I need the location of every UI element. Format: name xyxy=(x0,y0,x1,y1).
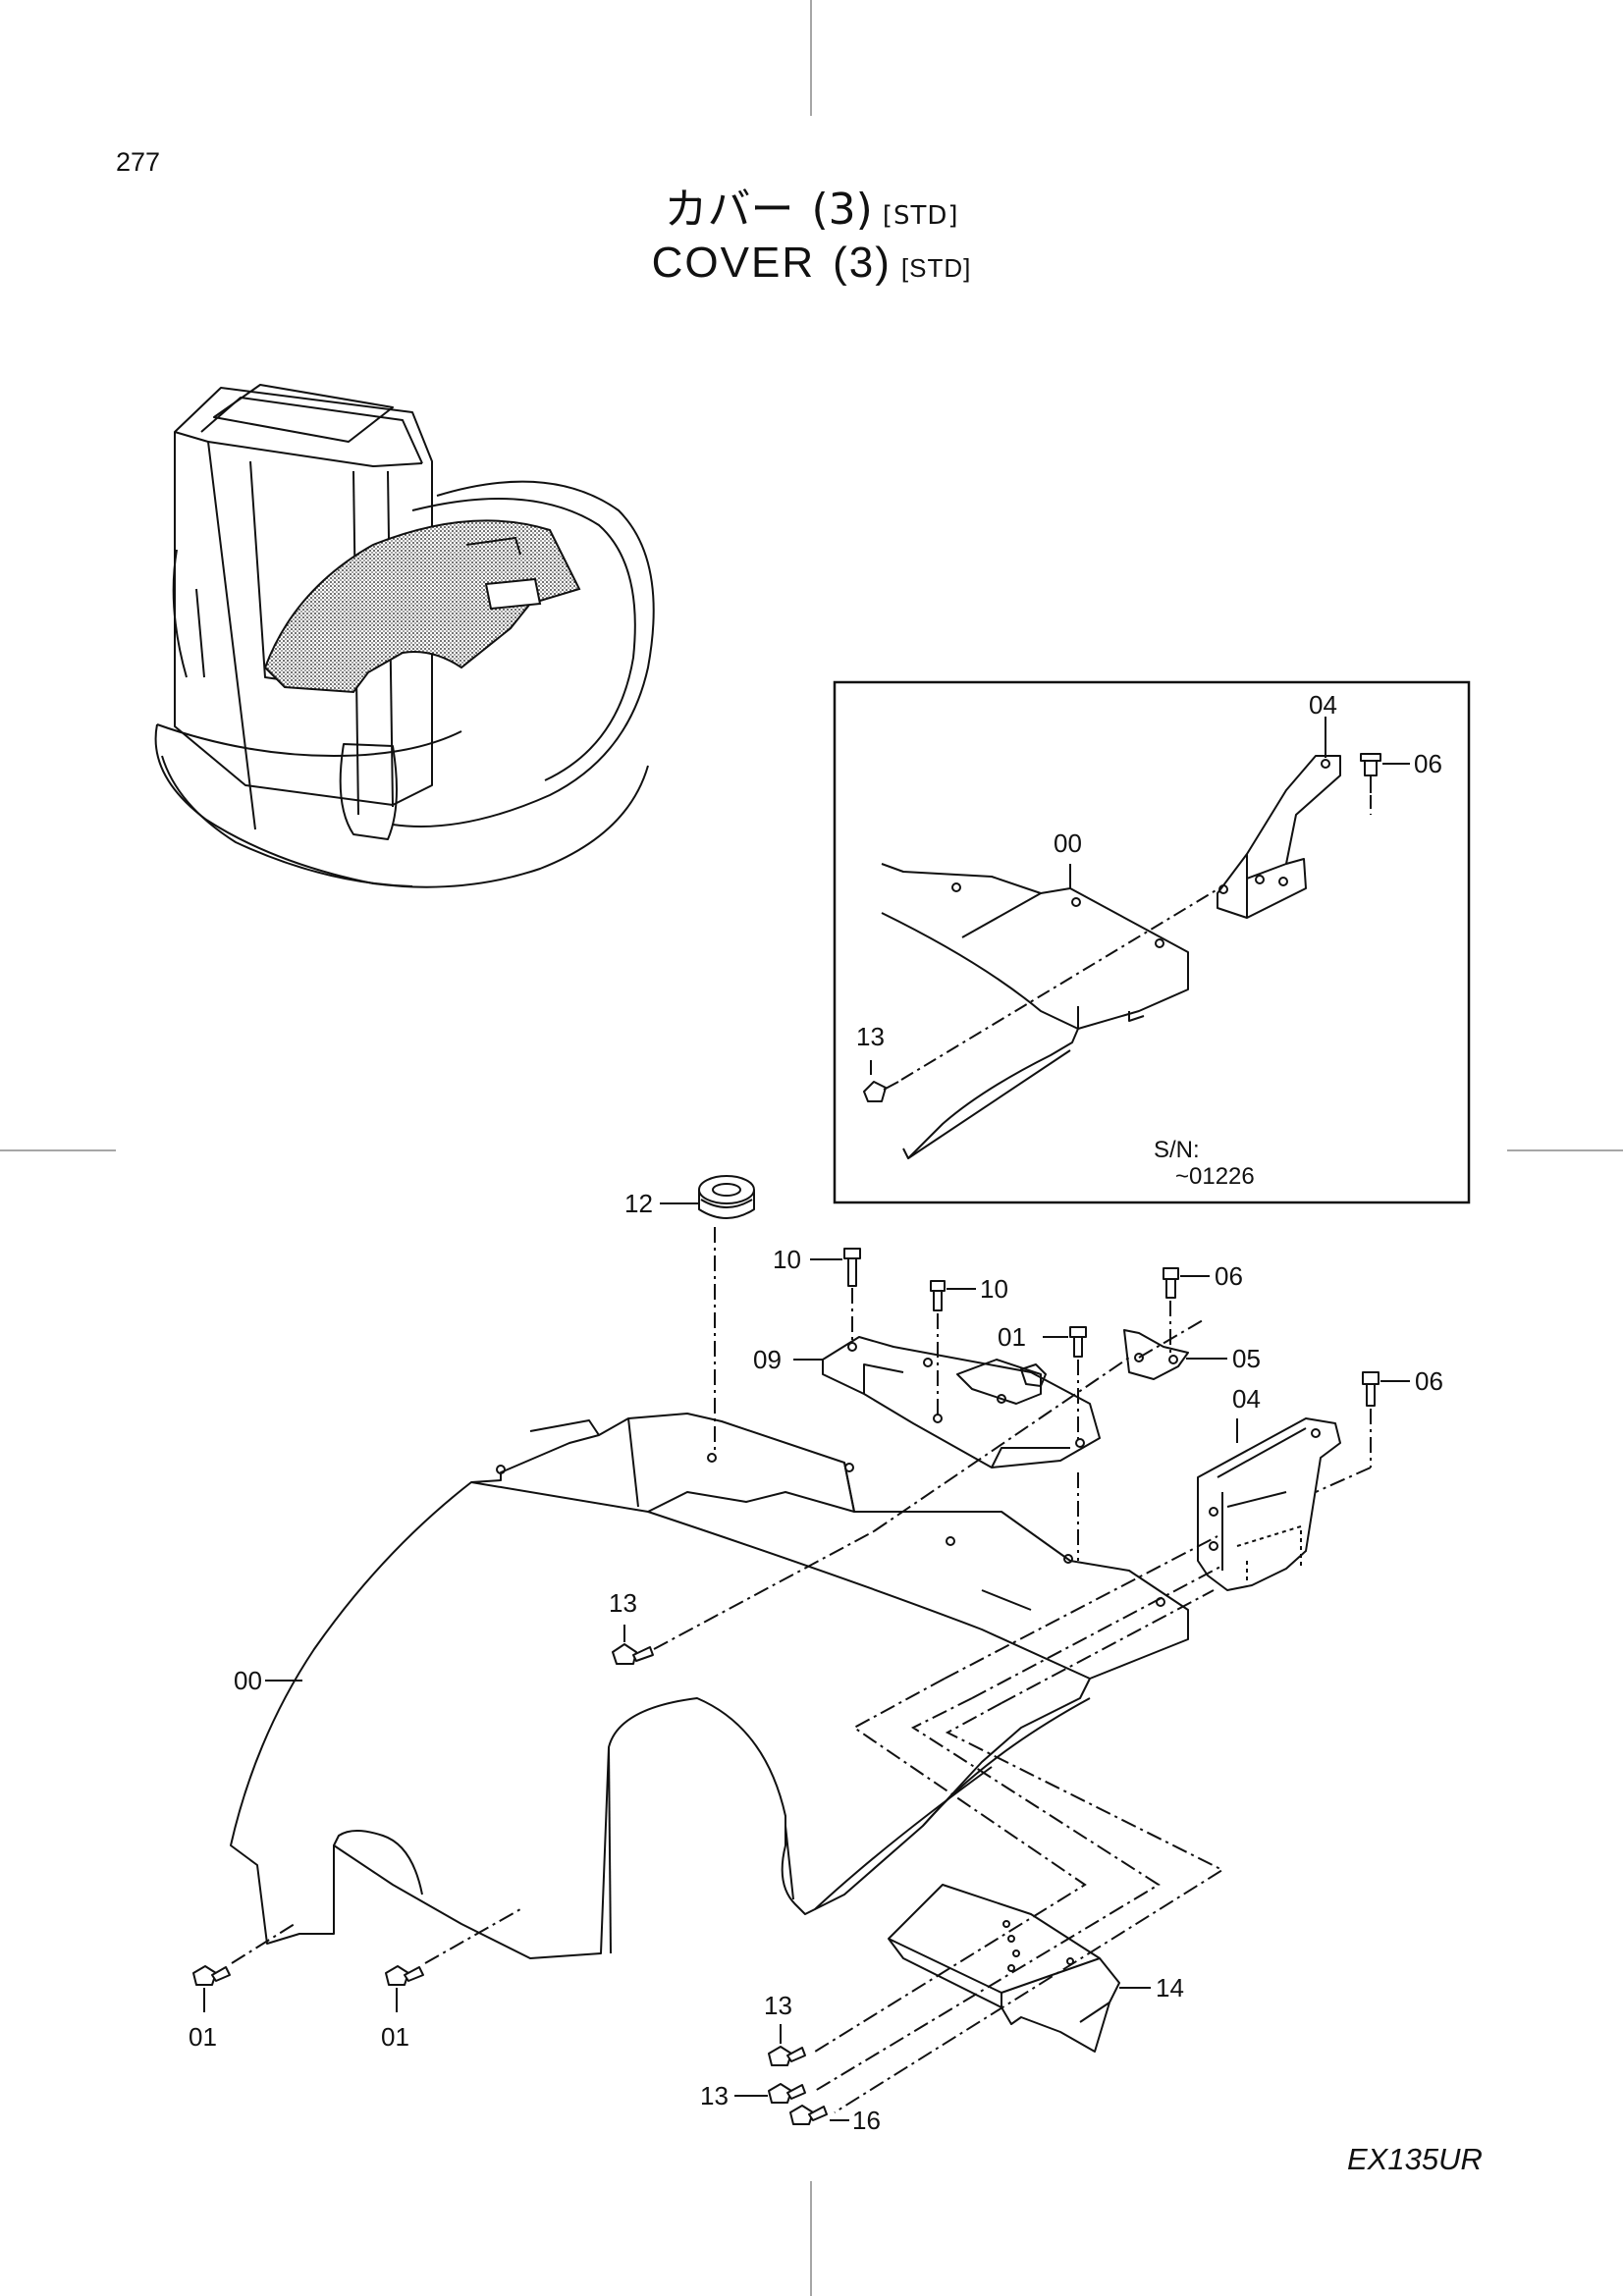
title-jp-text: カバー xyxy=(664,185,794,235)
title-en-text: COVER xyxy=(651,239,816,287)
callout-inset-04: 04 xyxy=(1309,690,1337,720)
title-jp-variant: [STD] xyxy=(882,201,959,231)
callout-10-b: 10 xyxy=(980,1274,1008,1304)
title-english: COVER (3) [STD] xyxy=(0,241,1623,285)
model-name: EX135UR xyxy=(1347,2142,1483,2176)
serial-number-label: S/N: xyxy=(1154,1137,1200,1163)
inset-drawing xyxy=(863,753,1381,1159)
callout-leaders xyxy=(203,1202,1410,2121)
title-japanese: カバー (3) [STD] xyxy=(0,188,1623,232)
serial-number-value: ~01226 xyxy=(1175,1163,1255,1190)
callout-06-a: 06 xyxy=(1215,1261,1243,1291)
main-cover-assembly xyxy=(230,1175,1341,2053)
callout-16: 16 xyxy=(852,2106,881,2135)
inset-frame xyxy=(833,680,1471,1204)
machine-overview xyxy=(154,384,655,888)
callout-13-low-a: 13 xyxy=(764,1991,792,2020)
callout-13-mid: 13 xyxy=(609,1588,637,1618)
callout-05: 05 xyxy=(1232,1344,1261,1373)
title-en-variant: [STD] xyxy=(900,253,972,283)
inset-centerlines xyxy=(900,795,1372,1081)
callout-06-b: 06 xyxy=(1415,1366,1443,1396)
page-number: 277 xyxy=(116,147,161,177)
callout-inset-06: 06 xyxy=(1414,749,1442,778)
callout-inset-13: 13 xyxy=(856,1022,885,1051)
highlighted-cover-area xyxy=(263,519,581,694)
callout-12: 12 xyxy=(624,1189,653,1218)
callout-14: 14 xyxy=(1156,1973,1184,2002)
callout-01-top: 01 xyxy=(998,1322,1026,1352)
callout-01-mid: 01 xyxy=(381,2022,409,2052)
callout-00: 00 xyxy=(234,1666,262,1695)
title-jp-number: (3) xyxy=(811,185,873,235)
callout-01-left: 01 xyxy=(189,2022,217,2052)
assembly-centerlines xyxy=(231,1227,1372,2113)
callout-09: 09 xyxy=(753,1345,782,1374)
title-en-number: (3) xyxy=(833,239,892,287)
inset-leaders xyxy=(870,717,1410,1075)
callout-04: 04 xyxy=(1232,1384,1261,1414)
bolts-main xyxy=(192,1248,1380,2125)
callout-inset-00: 00 xyxy=(1054,828,1082,858)
callout-13-low-b: 13 xyxy=(700,2081,729,2110)
callout-10-a: 10 xyxy=(773,1245,801,1274)
